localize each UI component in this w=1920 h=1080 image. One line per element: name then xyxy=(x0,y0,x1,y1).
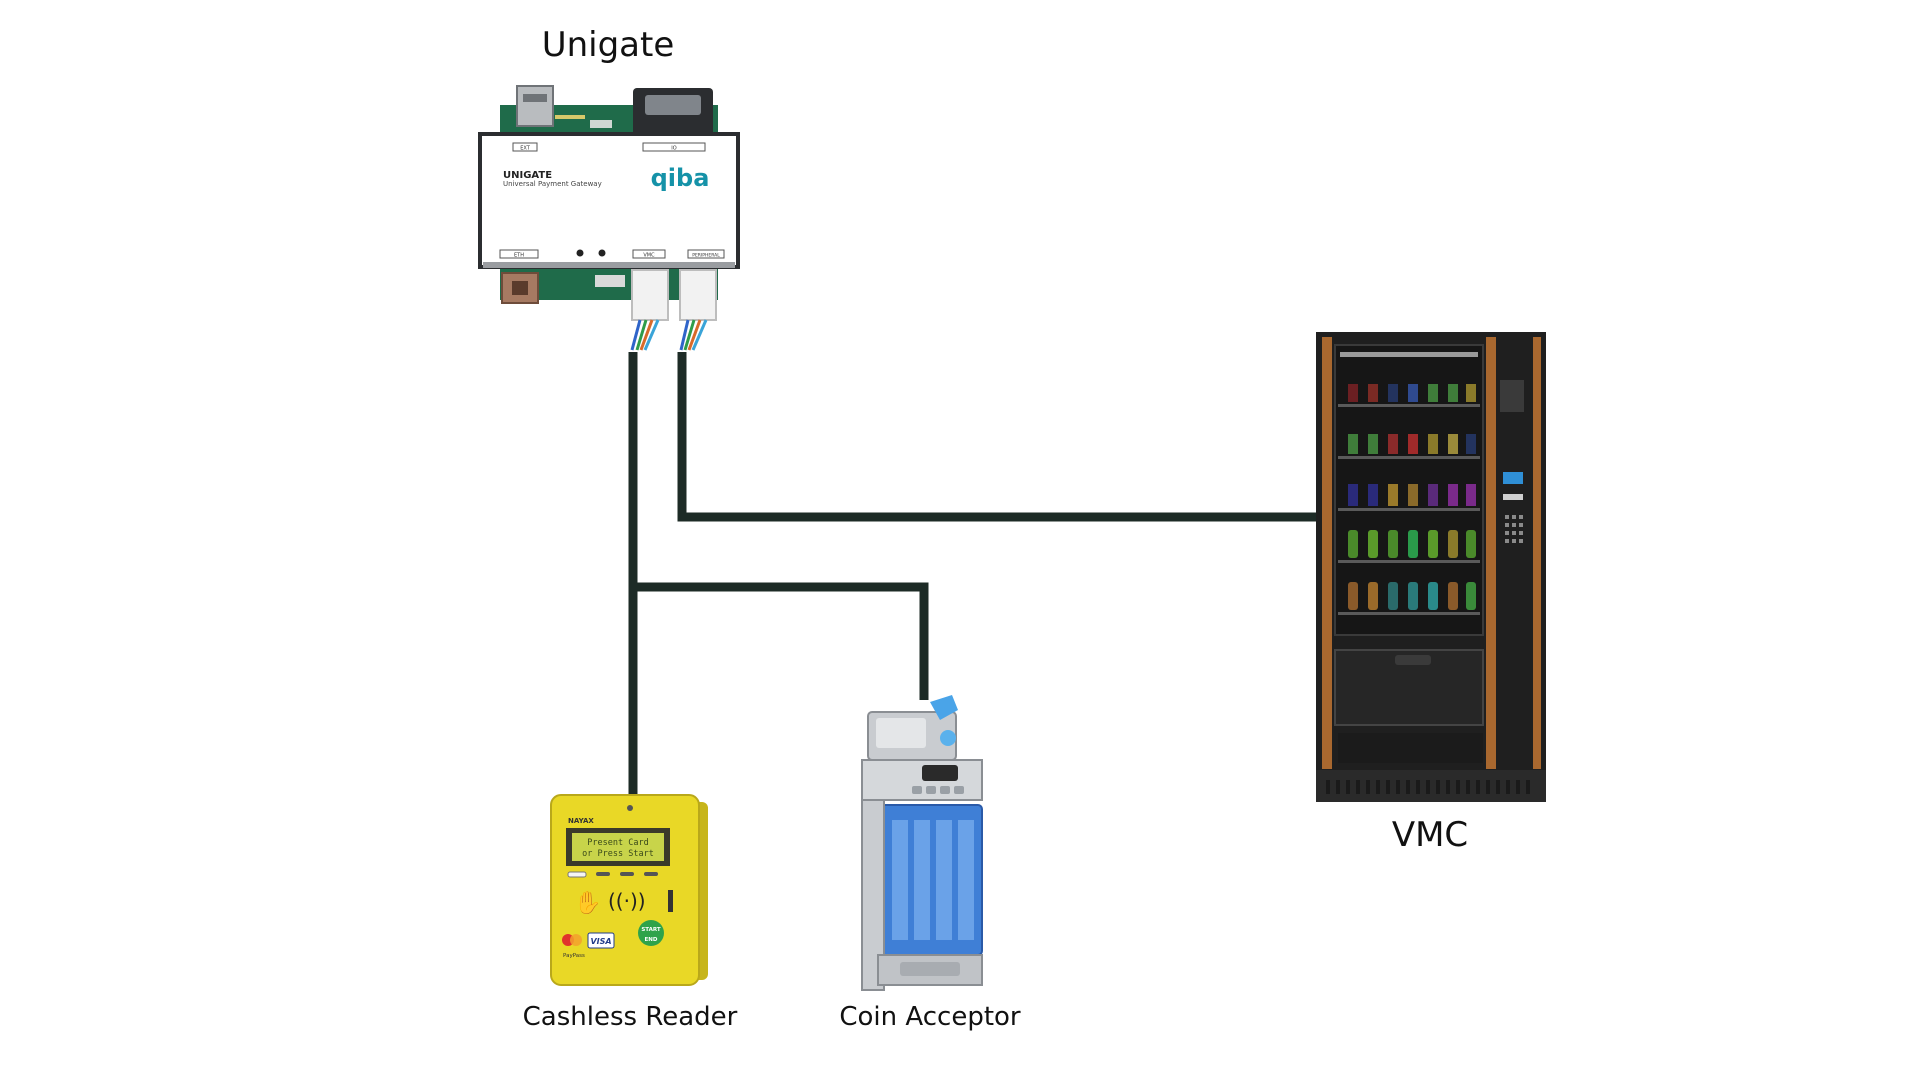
status-led-1 xyxy=(576,249,584,257)
connector-wires xyxy=(630,319,708,351)
acceptor-frame xyxy=(861,799,885,991)
start-button-label: START xyxy=(641,927,661,933)
acceptor-blue-knob xyxy=(940,730,956,746)
reader-screen-line2: or Press Start xyxy=(582,849,654,859)
coin-acceptor xyxy=(861,695,983,991)
vmc-connector xyxy=(631,269,669,321)
acceptor-body xyxy=(861,759,983,801)
insert-card-icon: ✋ xyxy=(574,890,601,916)
peripheral-connector xyxy=(679,269,717,321)
vending-base xyxy=(1316,770,1546,802)
acceptor-buttons xyxy=(912,786,964,794)
reader-softkey-2 xyxy=(596,872,610,876)
vending-card-slot xyxy=(1503,472,1523,484)
port-label-eth: ETH xyxy=(514,253,524,259)
unigate-brand-title: UNIGATE xyxy=(503,170,552,181)
vending-display xyxy=(1500,380,1524,412)
unigate-brand-subtitle: Universal Payment Gateway xyxy=(503,180,602,188)
vending-products xyxy=(1348,384,1476,610)
cashless-reader-label: Cashless Reader xyxy=(522,1002,738,1032)
qiba-logo: qiba xyxy=(651,164,710,192)
reader-softkey-3 xyxy=(620,872,634,876)
ethernet-port xyxy=(501,272,539,304)
coin-acceptor-label: Coin Acceptor xyxy=(839,1002,1021,1032)
visa-logo: VISA xyxy=(590,937,611,946)
vending-keypad xyxy=(1505,515,1523,543)
vending-shelves xyxy=(1338,404,1480,615)
contactless-icon: ((·)) xyxy=(608,889,646,913)
cables xyxy=(628,352,1320,795)
status-led-2 xyxy=(598,249,606,257)
vending-trim-left xyxy=(1322,337,1332,769)
reader-softkey-1 xyxy=(567,871,587,878)
card-slot-icon xyxy=(668,890,673,912)
coin-entry-lever xyxy=(930,695,958,720)
unigate-device: EXT IO UNIGATE Universal Payment Gateway… xyxy=(478,85,740,351)
vending-trim-middle xyxy=(1486,337,1496,769)
vmc-label: VMC xyxy=(1391,815,1469,855)
vending-machine xyxy=(1316,332,1546,802)
cable-coin-acceptor xyxy=(633,582,929,700)
reader-brand: NAYAX xyxy=(568,817,594,825)
reader-screen-line1: Present Card xyxy=(587,838,648,848)
port-label-ext: EXT xyxy=(520,146,530,152)
acceptor-display xyxy=(922,765,958,781)
visa-logo-frame xyxy=(587,932,615,949)
vending-trim-right xyxy=(1533,337,1541,769)
unigate-enclosure xyxy=(478,132,740,269)
start-button xyxy=(638,920,664,946)
usb-port xyxy=(516,85,554,127)
port-label-io: IO xyxy=(671,146,676,152)
reader-screen xyxy=(572,833,664,861)
cable-vmc xyxy=(677,352,1320,522)
end-button-label: END xyxy=(645,937,658,943)
reader-indicator xyxy=(627,805,633,811)
unigate-label: Unigate xyxy=(541,25,675,65)
port-label-vmc: VMC xyxy=(643,253,655,259)
reader-softkey-4 xyxy=(644,872,658,876)
paypass-logo: PayPass xyxy=(563,953,585,959)
cashless-reader: NAYAX Present Card or Press Start ✋ ((·)… xyxy=(550,794,708,986)
port-label-peripheral: PERIPHERAL xyxy=(692,253,720,259)
